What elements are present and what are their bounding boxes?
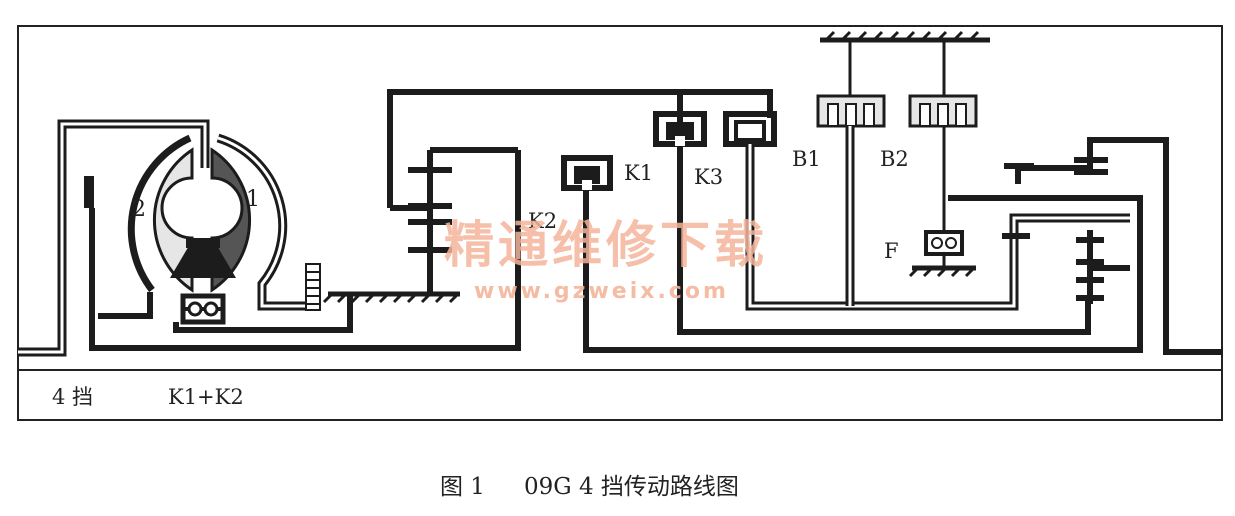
clutch-k1 [653, 92, 1091, 335]
label-b1: B1 [792, 147, 821, 171]
freewheel-symbol [180, 293, 226, 325]
diagram-frame [17, 25, 1223, 421]
label-k3: K3 [694, 165, 723, 189]
freewheel-f [908, 230, 976, 278]
converter-housing-right-inner [217, 136, 312, 308]
watermark-text: 精通维修下载 [444, 216, 768, 274]
turbine-shaft [89, 150, 521, 351]
active-clutches-label: K1+K2 [168, 385, 244, 409]
label-b2: B2 [880, 147, 909, 171]
pump-label-1: 1 [246, 187, 260, 212]
ring-gear-teeth [306, 271, 320, 305]
stator-cap [186, 238, 220, 248]
converter-housing-outer [127, 134, 192, 293]
brake-b2 [908, 40, 978, 232]
pump-drive [98, 292, 153, 319]
stator-support [173, 294, 353, 333]
label-f: F [884, 239, 899, 263]
clutch-k3 [723, 111, 1130, 311]
pump-label-2: 2 [132, 197, 146, 222]
ground-hatch-left [322, 291, 460, 304]
primary-planetary-set [387, 89, 773, 294]
ground-hatch-top [820, 30, 990, 43]
input-shaft [18, 119, 210, 357]
clutch-k2 [561, 155, 1143, 353]
label-k2: K2 [528, 209, 557, 233]
torque-converter: 1 2 [84, 133, 321, 325]
ravigneaux-planetary-set [1002, 137, 1222, 355]
stator [170, 244, 236, 278]
lockup-clutch [84, 176, 94, 208]
brake-b1 [816, 40, 886, 306]
gear-label: 4 挡 [52, 385, 93, 409]
watermark-url: www.gzweix.com [474, 279, 729, 304]
figure-title: 09G 4 挡传动路线图 [524, 474, 739, 500]
figure-number: 图 1 [440, 474, 485, 500]
label-k1: K1 [624, 161, 653, 185]
